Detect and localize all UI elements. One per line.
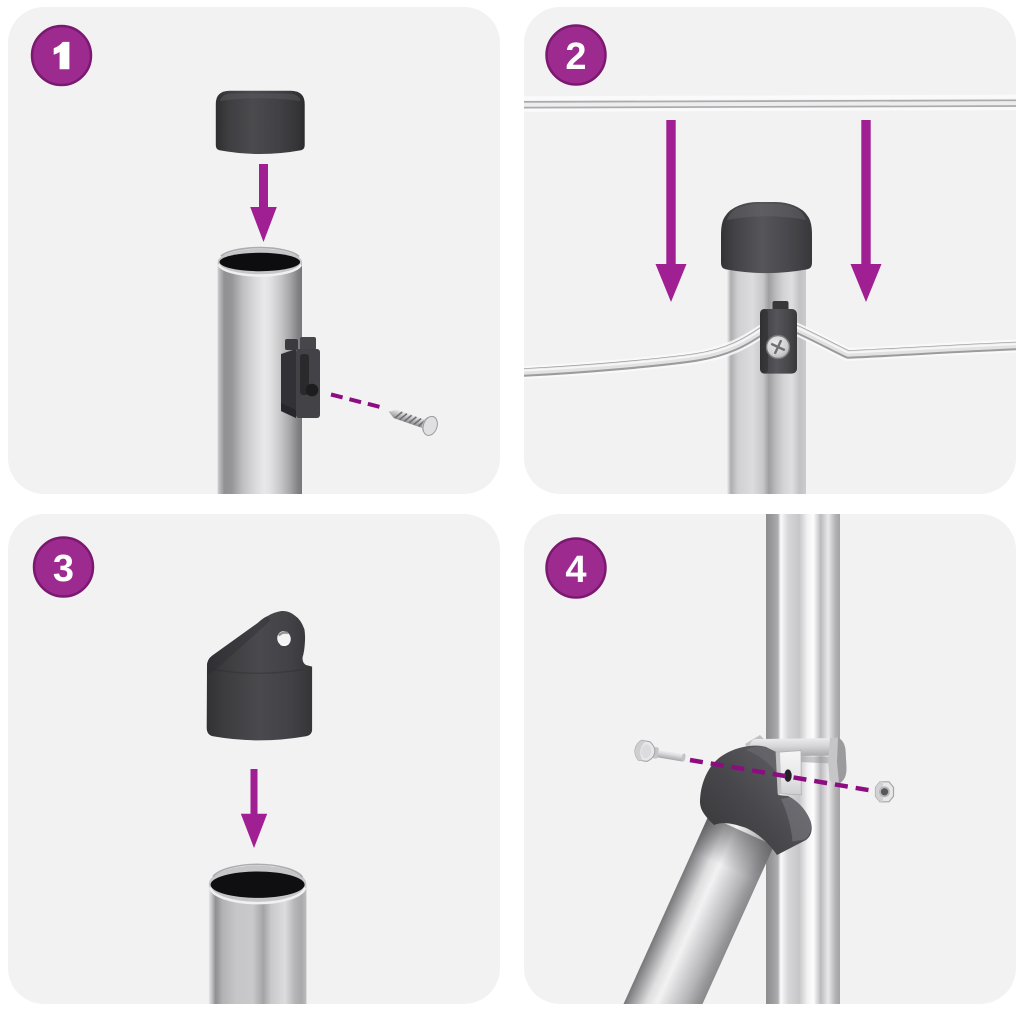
svg-text:4: 4 <box>565 549 586 591</box>
svg-text:3: 3 <box>53 548 74 590</box>
svg-text:2: 2 <box>565 36 586 78</box>
